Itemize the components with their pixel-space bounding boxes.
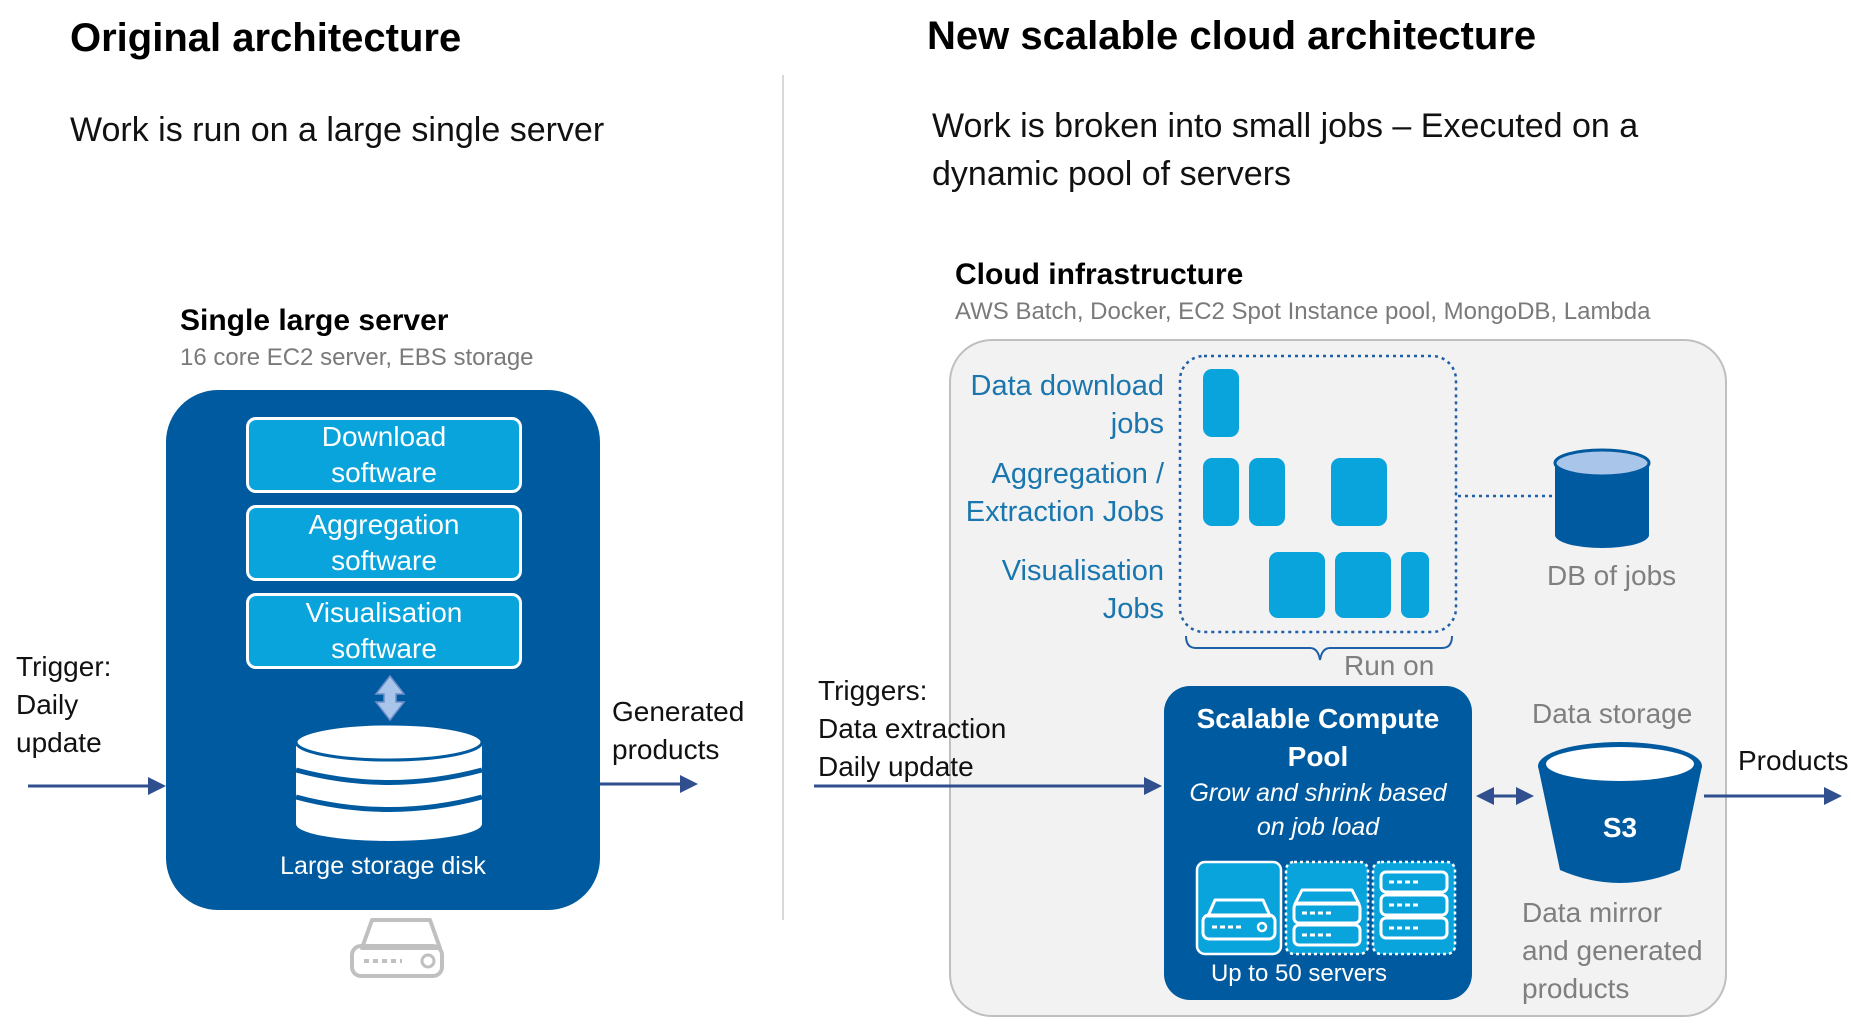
triggers-arrow	[814, 777, 1162, 795]
visualisation-jobs-label: Visualisation Jobs	[930, 552, 1164, 628]
pool-title: Scalable Compute Pool	[1164, 700, 1472, 776]
visualisation-job-block	[1335, 552, 1391, 618]
download-software-box: Download software	[246, 417, 522, 493]
label-line: Visualisation	[1001, 555, 1164, 587]
pool-desc-line: on job load	[1256, 813, 1380, 841]
server-icon	[1195, 860, 1283, 956]
pool-description: Grow and shrink based on job load	[1164, 776, 1472, 844]
bucket-icon	[1538, 742, 1702, 883]
db-label: DB of jobs	[1547, 560, 1677, 591]
aggregation-job-block	[1331, 458, 1387, 526]
storage-desc-line: products	[1522, 973, 1630, 1004]
subtitle-line: Work is broken into small jobs – Execute…	[932, 107, 1639, 145]
left-trigger-label: Trigger: Daily update	[16, 648, 111, 762]
box-line: Aggregation	[308, 509, 460, 540]
visualisation-software-box: Visualisation software	[246, 593, 522, 669]
storage-desc-line: and generated	[1522, 935, 1703, 966]
server-icon	[1284, 860, 1370, 956]
pool-desc-line: Grow and shrink based	[1189, 779, 1447, 807]
label-line: Extraction Jobs	[965, 496, 1164, 528]
visualisation-job-block	[1269, 552, 1325, 618]
box-line: software	[331, 457, 437, 488]
label-line: Jobs	[1102, 593, 1164, 625]
left-subtitle: Work is run on a large single server	[70, 111, 605, 149]
server-icon	[1371, 860, 1457, 956]
aggregation-software-box: Aggregation software	[246, 505, 522, 581]
run-on-label: Run on	[1344, 650, 1435, 681]
visualisation-job-block	[1401, 552, 1429, 618]
right-title: New scalable cloud architecture	[927, 14, 1537, 58]
box-line: software	[331, 633, 437, 664]
label-line: Aggregation /	[991, 458, 1164, 490]
storage-label: Data storage	[1532, 698, 1693, 729]
label-line: Data download	[970, 370, 1164, 402]
server-label: Single large server	[180, 304, 449, 337]
cloud-panel	[949, 339, 1727, 1017]
s3-label: S3	[1602, 812, 1638, 843]
job-region	[1178, 354, 1458, 634]
database-icon	[1553, 448, 1651, 548]
database-icon	[294, 722, 484, 841]
job-blocks	[1203, 369, 1429, 618]
output-line: Generated	[612, 696, 745, 727]
pool-title-line: Pool	[1287, 741, 1349, 772]
triggers-label: Triggers: Data extraction Daily update	[818, 672, 1006, 786]
trigger-line: update	[16, 727, 102, 758]
left-output-label: Generated products	[612, 693, 744, 769]
cloud-label: Cloud infrastructure	[955, 258, 1244, 291]
products-label: Products	[1738, 745, 1849, 776]
box-line: Download	[321, 421, 447, 452]
box-line: Visualisation	[305, 597, 463, 628]
box-line: software	[331, 545, 437, 576]
aggregation-job-block	[1203, 458, 1239, 526]
double-arrow-icon	[1476, 787, 1534, 805]
subtitle-line: dynamic pool of servers	[932, 155, 1292, 193]
run-on-brace	[1185, 635, 1453, 661]
download-jobs-label: Data download jobs	[930, 367, 1164, 443]
disk-label: Large storage disk	[280, 852, 486, 880]
cloud-sublabel: AWS Batch, Docker, EC2 Spot Instance poo…	[955, 298, 1651, 325]
left-title: Original architecture	[70, 16, 462, 60]
output-line: products	[612, 734, 720, 765]
triggers-line: Data extraction	[818, 713, 1007, 744]
storage-desc-line: Data mirror	[1522, 897, 1663, 928]
pool-title-line: Scalable Compute	[1196, 703, 1440, 734]
trigger-line: Daily	[16, 689, 79, 720]
products-arrow	[1704, 787, 1842, 805]
label-line: jobs	[1110, 408, 1164, 440]
download-job-block	[1203, 369, 1239, 437]
aggregation-jobs-label: Aggregation / Extraction Jobs	[930, 455, 1164, 531]
right-subtitle: Work is broken into small jobs – Execute…	[932, 102, 1638, 198]
triggers-line: Daily update	[818, 751, 974, 782]
aggregation-job-block	[1249, 458, 1285, 526]
triggers-line: Triggers:	[818, 675, 928, 706]
output-arrow	[600, 775, 698, 793]
trigger-arrow	[28, 777, 166, 795]
trigger-line: Trigger:	[16, 651, 112, 682]
pool-servers-label: Up to 50 servers	[1210, 960, 1388, 987]
storage-description: Data mirror and generated products	[1522, 894, 1703, 1008]
server-sublabel: 16 core EC2 server, EBS storage	[180, 344, 534, 371]
double-arrow-icon	[374, 674, 406, 722]
server-icon	[350, 918, 444, 978]
